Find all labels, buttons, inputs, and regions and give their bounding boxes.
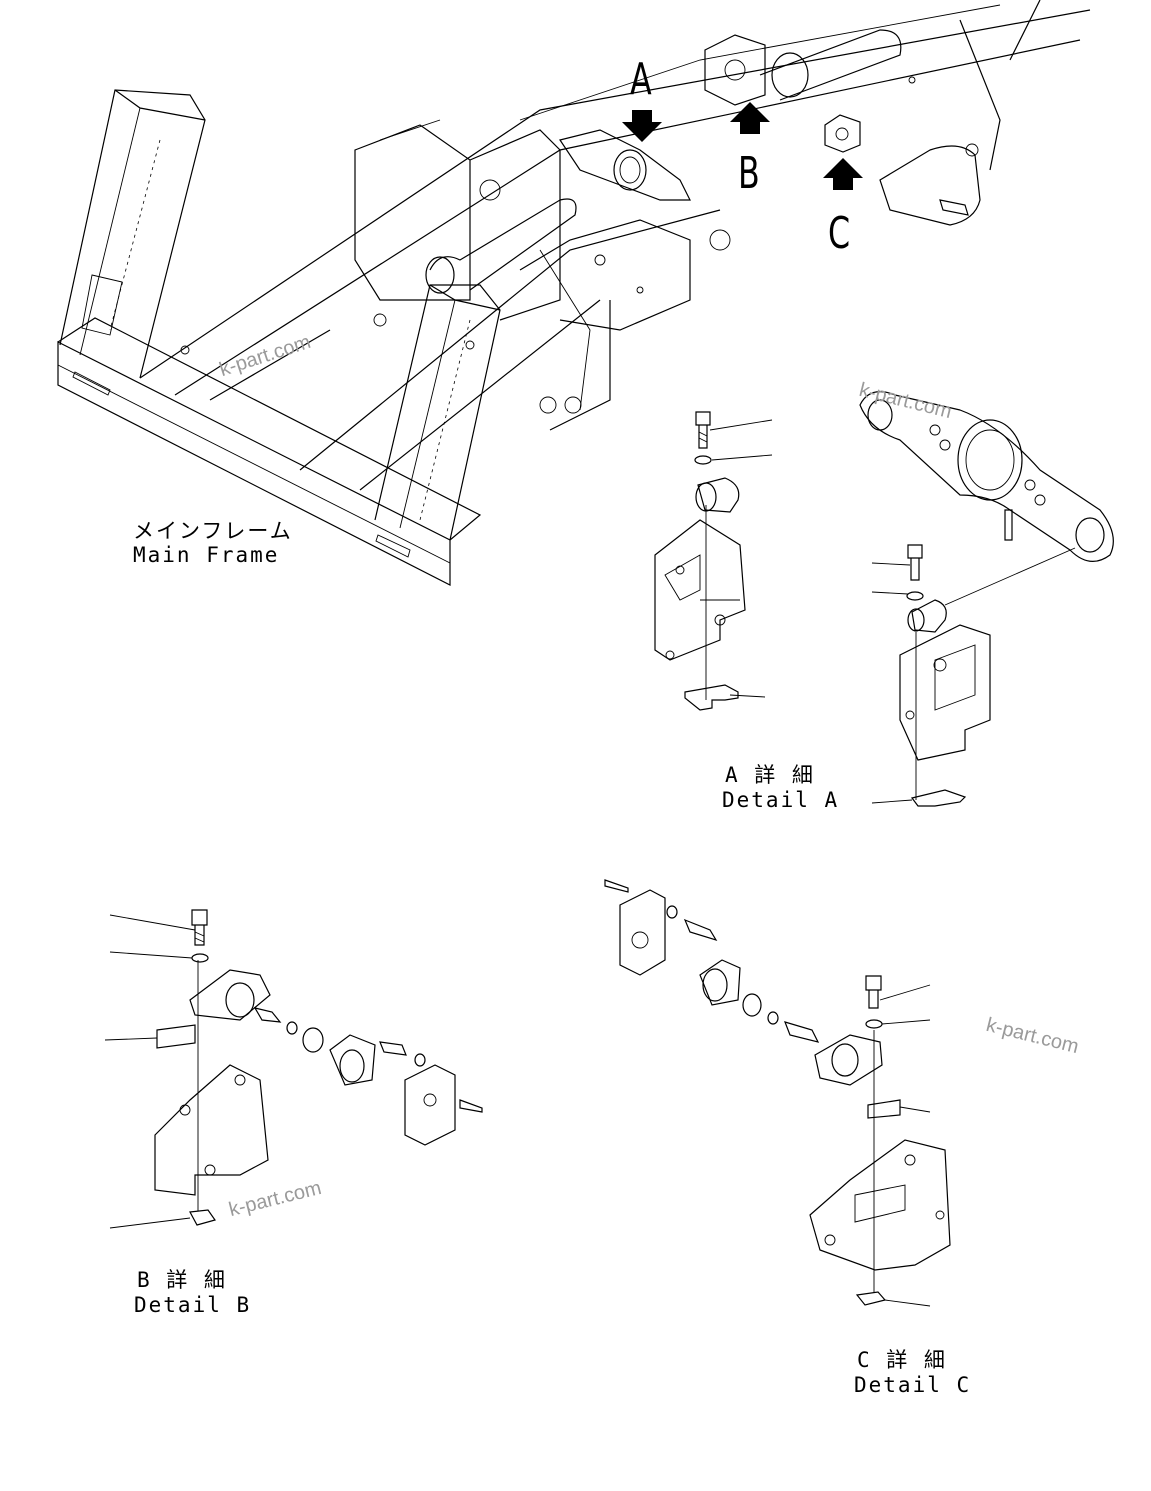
detail-c-drawing <box>604 879 951 1307</box>
detail-b-label-jp: B 詳 細 <box>137 1268 227 1292</box>
detail-b-drawing <box>104 909 483 1229</box>
detail-a-label-jp: A 詳 細 <box>725 763 815 787</box>
main-frame-drawing <box>57 0 1091 586</box>
arrow-a-icon <box>622 110 662 142</box>
detail-c-label-en: Detail C <box>854 1373 972 1397</box>
detail-c-label-jp: C 詳 細 <box>857 1348 947 1372</box>
arrow-b-icon <box>730 102 770 134</box>
marker-b: B <box>738 148 760 199</box>
detail-a-drawing <box>654 391 1114 807</box>
marker-c: C <box>828 208 851 259</box>
detail-a-label-en: Detail A <box>722 788 840 812</box>
detail-b-label-en: Detail B <box>134 1293 252 1317</box>
main-frame-label-en: Main Frame <box>133 543 280 567</box>
main-frame-label-jp: メインフレーム <box>133 519 293 543</box>
marker-a: A <box>630 54 652 105</box>
arrow-c-icon <box>823 158 863 190</box>
